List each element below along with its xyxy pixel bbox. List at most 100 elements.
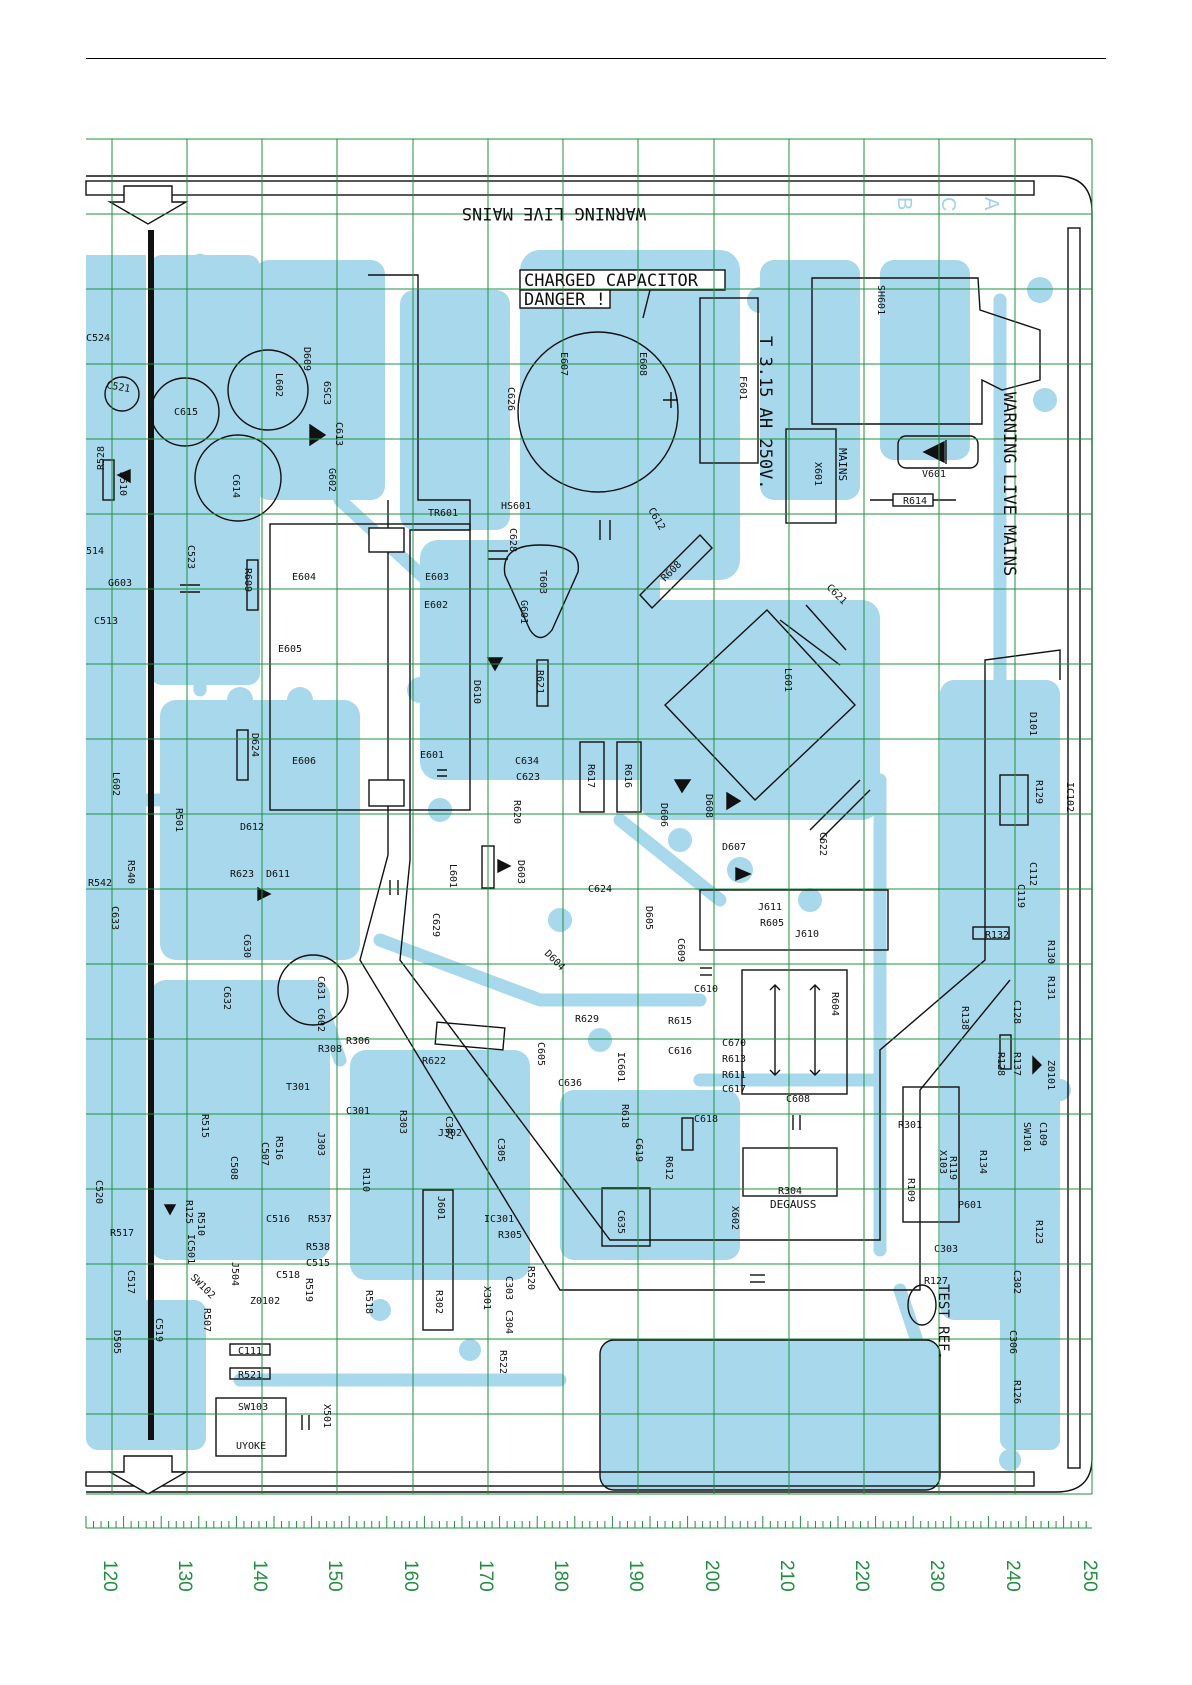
component-label: C613 (333, 422, 344, 446)
component-label: C302 (1011, 1270, 1022, 1294)
component-label: R138 (959, 1006, 970, 1030)
component-label: R614 (903, 496, 927, 507)
warning-side: WARNING LIVE MAINS (999, 392, 1019, 576)
component-label: D606 (658, 803, 669, 827)
component-label: R612 (663, 1156, 674, 1180)
component-label: R609 (242, 568, 253, 592)
component-label: R110 (360, 1168, 371, 1192)
component-label: IC102 (1064, 782, 1075, 812)
component-label: R510 (195, 1212, 206, 1236)
scale-label: 240 (1002, 1560, 1023, 1592)
component-label: R137 (1011, 1052, 1022, 1076)
component-label: R131 (1045, 976, 1056, 1000)
board-letter-a: A (980, 197, 1002, 211)
component-label: D611 (266, 869, 290, 880)
component-label: C520 (93, 1180, 104, 1204)
component-label: C521 (105, 380, 131, 395)
grid-vertical (111, 139, 1093, 1494)
component-label: C632 (221, 986, 232, 1010)
component-label: C635 (615, 1210, 626, 1234)
component-label: C616 (668, 1046, 692, 1057)
component-label: HS601 (501, 501, 531, 512)
scale-label: 130 (174, 1560, 195, 1592)
component-label: D607 (722, 842, 746, 853)
scale-label: 140 (249, 1560, 270, 1592)
component-label: C519 (153, 1318, 164, 1342)
component-label: X103 (937, 1150, 948, 1174)
component-label: D612 (240, 822, 264, 833)
component-label: C608 (786, 1094, 810, 1105)
component-label: E605 (278, 644, 302, 655)
component-label: C614 (230, 474, 241, 498)
component-label: R134 (977, 1150, 988, 1174)
component-label: R304 (778, 1186, 802, 1197)
component-label: R501 (173, 808, 184, 832)
component-label: R517 (110, 1228, 134, 1239)
mains-label: MAINS (836, 448, 849, 481)
component-label: C628 (507, 528, 518, 552)
component-label: Z0102 (250, 1296, 280, 1307)
component-label: D624 (249, 733, 260, 757)
component-label: R126 (1011, 1380, 1022, 1404)
component-label: C624 (588, 884, 612, 895)
scale-label: 210 (776, 1560, 797, 1592)
component-label: R615 (668, 1016, 692, 1027)
component-label: J610 (795, 929, 819, 940)
component-label: E606 (292, 756, 316, 767)
component-label: C306 (1007, 1330, 1018, 1354)
component-label: D101 (1027, 712, 1038, 736)
component-label: C517 (125, 1270, 136, 1294)
component-label: C119 (1015, 884, 1026, 908)
component-label: R125 (183, 1200, 194, 1224)
component-label: D610 (471, 680, 482, 704)
scale-label: 150 (324, 1560, 345, 1592)
component-label: R613 (722, 1054, 746, 1065)
scale-label: 200 (701, 1560, 722, 1592)
component-label: R123 (1033, 1220, 1044, 1244)
bottom-ruler (85, 1516, 1092, 1529)
component-label: L602 (273, 373, 284, 397)
component-label: R518 (363, 1290, 374, 1314)
component-label: IC601 (615, 1052, 626, 1082)
component-label: J611 (758, 902, 782, 913)
component-label: R507 (201, 1308, 212, 1332)
component-label: R515 (199, 1114, 210, 1138)
component-label: C516 (266, 1214, 290, 1225)
scale-label: 160 (400, 1560, 421, 1592)
component-label: R623 (230, 869, 254, 880)
top-rule (86, 58, 1106, 59)
component-label: C619 (633, 1138, 644, 1162)
component-label: R616 (622, 764, 633, 788)
component-label: D510 (117, 472, 128, 496)
component-label: R130 (1045, 940, 1056, 964)
component-label: J601 (435, 1196, 446, 1220)
component-label: V601 (922, 469, 946, 480)
component-label: X601 (812, 462, 823, 486)
component-label: G601 (518, 600, 529, 624)
component-label: R519 (303, 1278, 314, 1302)
component-labels: C524 C521 C615 L602 D609 6SC3 C613 R528 … (86, 285, 1075, 1428)
component-label: TR601 (428, 508, 458, 519)
component-label: 514 (86, 546, 104, 557)
component-label: C626 (505, 387, 516, 411)
component-label: C524 (86, 333, 110, 344)
component-label: C109 (1037, 1122, 1048, 1146)
component-label: X501 (321, 1404, 332, 1428)
component-label: C128 (1011, 1000, 1022, 1024)
component-label: E602 (424, 600, 448, 611)
component-label: C523 (185, 545, 196, 569)
board-letter-b: B (893, 197, 915, 210)
component-label: C304 (503, 1310, 514, 1334)
component-label: C633 (109, 906, 120, 930)
component-label: C629 (430, 913, 441, 937)
component-label: C508 (228, 1156, 239, 1180)
component-label: C630 (241, 934, 252, 958)
component-label: R528 (96, 446, 107, 470)
component-label: R516 (273, 1136, 284, 1160)
component-label: R132 (985, 930, 1009, 941)
component-label: G603 (108, 578, 132, 589)
component-label: L601 (782, 668, 793, 692)
component-label: C615 (174, 407, 198, 418)
ink-layer (85, 175, 1093, 1495)
component-label: J504 (229, 1262, 240, 1286)
